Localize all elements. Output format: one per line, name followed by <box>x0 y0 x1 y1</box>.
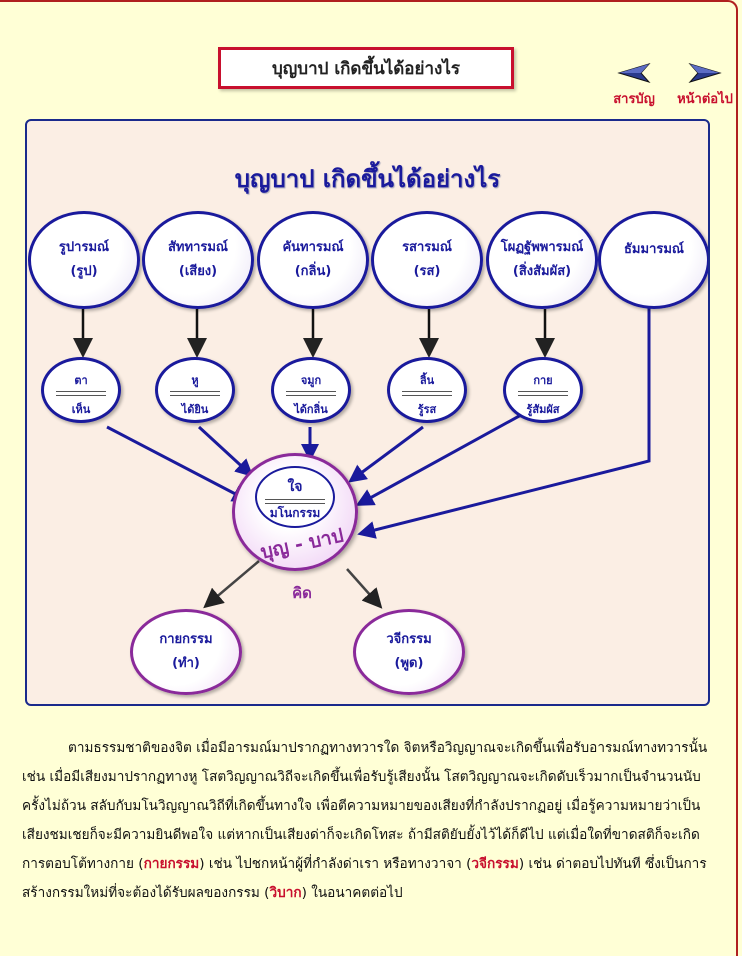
sense-act: เห็น <box>71 403 91 416</box>
object-sub: (เสียง) <box>178 264 218 279</box>
object-circle-taste: รสารมณ์ (รส) <box>371 211 483 309</box>
arrow-mind-to-speech-kamma <box>346 568 383 609</box>
double-line <box>286 391 336 396</box>
double-line <box>56 391 106 396</box>
mind-label: ใจ <box>287 479 303 495</box>
arrow-left-icon <box>617 63 651 83</box>
think-label: คิด <box>292 584 312 602</box>
arrow-mind-to-body-kamma <box>203 560 260 609</box>
arrow-eye-to-mind <box>106 425 251 502</box>
sense-tongue: ลิ้น รู้รส <box>387 357 467 423</box>
prev-nav-label: สารบัญ <box>613 92 655 107</box>
kamma-sub: (พูด) <box>394 656 424 671</box>
sense-organ: จมูก <box>300 374 322 387</box>
object-circle-form: รูปารมณ์ (รูป) <box>28 211 140 309</box>
object-name: สัททารมณ์ <box>168 240 228 255</box>
diagram-arrows <box>73 307 651 609</box>
double-line <box>402 391 452 396</box>
prev-nav-button[interactable]: สารบัญ <box>606 62 662 109</box>
object-name: คันทารมณ์ <box>282 240 344 255</box>
object-name: ธัมมารมณ์ <box>624 242 684 257</box>
paragraph-text-4: ) ในอนาคตต่อไป <box>301 885 403 901</box>
sense-ear: หู ได้ยิน <box>155 357 235 423</box>
sense-body: กาย รู้สัมผัส <box>503 357 583 423</box>
object-name: รสารมณ์ <box>402 240 452 255</box>
speech-kamma-circle: วจีกรรม (พูด) <box>353 609 465 695</box>
sense-act: ได้กลิ่น <box>294 403 328 416</box>
sense-act: ได้ยิน <box>181 403 209 416</box>
arrow-ear-to-mind <box>197 425 254 478</box>
highlight-vipaka: วิบาก <box>269 885 302 901</box>
sense-eye: ตา เห็น <box>41 357 121 423</box>
double-line <box>265 499 325 504</box>
mind-circle: ใจ มโนกรรม <box>232 453 358 571</box>
paragraph-text-3: ) เช่น ด่าตอบไปทันที ซึ่งเป็นการสร้างกรร… <box>22 856 707 901</box>
kamma-sub: (ทำ) <box>172 656 200 671</box>
double-line <box>518 391 568 396</box>
arrow-tongue-to-mind <box>348 425 424 483</box>
object-name: รูปารมณ์ <box>58 240 110 255</box>
object-circle-dhamma: ธัมมารมณ์ <box>598 211 708 309</box>
object-circle-touch: โผฏฐัพพารมณ์ (สิ่งสัมผัส) <box>486 211 598 309</box>
arrow-right-icon <box>688 63 722 83</box>
sense-act: รู้สัมผัส <box>526 403 560 416</box>
explanation-paragraph: ตามธรรมชาติของจิต เมื่อมีอารมณ์มาปรากฏทา… <box>22 734 722 908</box>
object-circle-smell: คันทารมณ์ (กลิ่น) <box>257 211 369 309</box>
double-line <box>170 391 220 396</box>
kamma-name: วจีกรรม <box>386 632 432 647</box>
object-sub: (กลิ่น) <box>294 264 332 279</box>
object-sub: (รูป) <box>70 264 98 279</box>
sense-organ: ตา <box>74 374 88 387</box>
sense-organ: กาย <box>533 374 553 387</box>
body-kamma-circle: กายกรรม (ทำ) <box>130 609 242 695</box>
diagram-title: บุญบาป เกิดขึ้นได้อย่างไร <box>234 165 501 193</box>
kamma-name: กายกรรม <box>159 632 213 647</box>
object-sub: (สิ่งสัมผัส) <box>512 264 572 279</box>
paragraph-text-2: ) เช่น ไปชกหน้าผู้ที่กำลังด่าเรา หรือทาง… <box>199 856 472 872</box>
mind-kamma-label: มโนกรรม <box>269 506 321 520</box>
highlight-body-kamma: กายกรรม <box>143 856 200 872</box>
sense-organ: ลิ้น <box>419 374 435 387</box>
next-nav-label: หน้าต่อไป <box>677 92 733 107</box>
sense-act: รู้รส <box>417 403 437 416</box>
object-name: โผฏฐัพพารมณ์ <box>500 240 584 255</box>
object-sub: (รส) <box>413 264 441 279</box>
sense-nose: จมูก ได้กลิ่น <box>271 357 351 423</box>
highlight-speech-kamma: วจีกรรม <box>471 856 519 872</box>
object-circle-sound: สัททารมณ์ (เสียง) <box>142 211 254 309</box>
arrow-body-to-mind <box>355 413 522 506</box>
next-nav-button[interactable]: หน้าต่อไป <box>668 62 742 109</box>
page-title: บุญบาป เกิดขึ้นได้อย่างไร <box>218 47 514 89</box>
arrow-dhamma-to-mind <box>357 307 651 539</box>
mind-inner-circle: ใจ มโนกรรม <box>255 466 335 528</box>
kamma-diagram: บุญบาป เกิดขึ้นได้อย่างไร รูปารมณ์ (รูป)… <box>25 119 710 706</box>
sense-organ: หู <box>191 374 199 387</box>
paragraph-text-1: ตามธรรมชาติของจิต เมื่อมีอารมณ์มาปรากฏทา… <box>22 740 708 872</box>
